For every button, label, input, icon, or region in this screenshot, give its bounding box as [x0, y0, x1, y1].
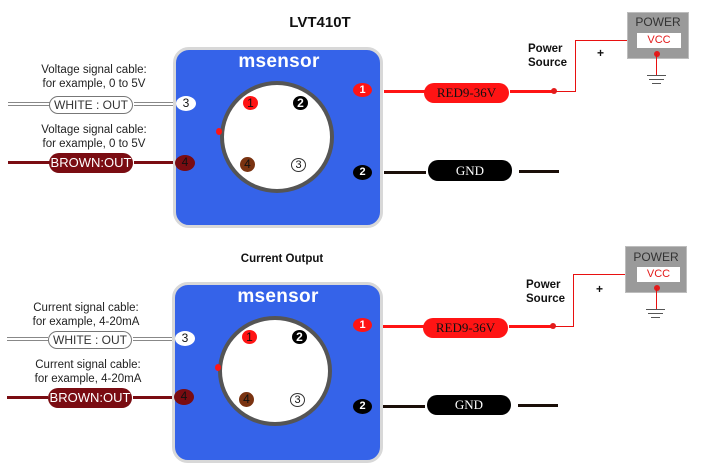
- supply-wire: [555, 326, 574, 327]
- caption-line: Voltage signal cable:: [41, 64, 147, 76]
- white-wire: [134, 102, 177, 106]
- brown-wire: [133, 396, 176, 399]
- plus-sign: +: [597, 46, 605, 60]
- brand-logo: msensor: [238, 51, 320, 72]
- ground-icon: [646, 309, 666, 321]
- vcc-terminal-dot: [654, 285, 660, 291]
- plus-sign: +: [596, 282, 604, 296]
- black-wire: [384, 171, 426, 174]
- supply-wire: [556, 91, 576, 92]
- white-out-label: WHITE : OUT: [49, 96, 133, 114]
- connector-face: [220, 81, 334, 193]
- brown-wire: [7, 396, 48, 399]
- pin-4-brown: 4: [174, 389, 194, 405]
- white-cable-caption: Voltage signal cable: for example, 0 to …: [41, 63, 147, 91]
- connector-pin-4: 4: [239, 392, 254, 407]
- pin-3-white: 3: [176, 96, 196, 111]
- diagram-title: LVT410T: [289, 14, 351, 31]
- pin-1-red: 1: [353, 83, 372, 97]
- vcc-label: VCC: [637, 267, 680, 282]
- pin-4-brown: 4: [175, 155, 195, 171]
- connector-pin-1: 1: [242, 330, 257, 344]
- red-wire: [509, 325, 552, 328]
- caption-line: for example, 4-20mA: [32, 316, 140, 328]
- white-wire: [133, 337, 176, 341]
- vcc-terminal-dot: [654, 51, 660, 57]
- power-source-line: Power: [526, 279, 561, 291]
- black-wire: [383, 405, 425, 408]
- white-wire: [7, 337, 48, 341]
- pin-2-black: 2: [353, 399, 372, 414]
- power-source-line: Source: [528, 57, 567, 69]
- caption-line: for example, 0 to 5V: [42, 138, 146, 150]
- gnd-label: GND: [428, 160, 512, 181]
- gnd-label: GND: [427, 395, 511, 415]
- white-cable-caption: Current signal cable: for example, 4-20m…: [33, 301, 140, 329]
- red-9-36v-label: RED9-36V: [424, 83, 509, 103]
- connector-face: [218, 316, 332, 426]
- power-source-label: Power Source: [528, 42, 567, 70]
- pin-1-red: 1: [353, 318, 372, 332]
- brown-wire: [134, 161, 176, 164]
- brown-cable-caption: Current signal cable: for example, 4-20m…: [35, 358, 142, 386]
- brand-logo: msensor: [237, 286, 319, 307]
- red-wire: [384, 90, 426, 93]
- connector-pin-2: 2: [292, 330, 307, 344]
- power-label: POWER: [633, 250, 679, 264]
- white-out-label: WHITE : OUT: [48, 331, 132, 349]
- power-label: POWER: [635, 15, 681, 29]
- supply-wire: [573, 274, 574, 327]
- brown-out-label: BROWN:OUT: [48, 388, 132, 408]
- caption-line: Voltage signal cable:: [41, 124, 147, 136]
- supply-wire: [575, 40, 632, 41]
- white-wire: [8, 102, 50, 106]
- power-source-line: Source: [526, 293, 565, 305]
- connector-pin-1: 1: [243, 96, 258, 110]
- connector-key-dot: [215, 364, 221, 371]
- junction-dot: [550, 323, 556, 329]
- black-wire: [518, 404, 558, 407]
- red-9-36v-label: RED9-36V: [423, 318, 508, 338]
- connector-pin-3: 3: [290, 393, 305, 407]
- connector-pin-4: 4: [240, 157, 255, 172]
- ground-wire: [656, 54, 657, 75]
- brown-out-label: BROWN:OUT: [49, 153, 133, 173]
- caption-line: for example, 0 to 5V: [42, 78, 146, 90]
- supply-wire: [573, 274, 631, 275]
- brown-cable-caption: Voltage signal cable: for example, 0 to …: [41, 123, 147, 151]
- power-source-label: Power Source: [526, 278, 565, 306]
- brown-wire: [8, 161, 50, 164]
- ground-wire: [656, 288, 657, 309]
- red-wire: [510, 90, 554, 93]
- supply-wire: [575, 40, 576, 92]
- caption-line: Current signal cable:: [35, 359, 141, 371]
- pin-3-white: 3: [175, 331, 195, 346]
- ground-icon: [647, 75, 667, 87]
- caption-line: Current signal cable:: [33, 302, 139, 314]
- red-wire: [383, 325, 425, 328]
- power-source-line: Power: [528, 43, 563, 55]
- connector-pin-2: 2: [293, 96, 308, 110]
- caption-line: for example, 4-20mA: [34, 373, 142, 385]
- black-wire: [519, 170, 559, 173]
- connector-key-dot: [216, 128, 222, 135]
- pin-2-black: 2: [353, 165, 372, 180]
- vcc-label: VCC: [637, 33, 681, 48]
- diagram-title: Current Output: [240, 253, 324, 265]
- junction-dot: [551, 88, 557, 94]
- connector-pin-3: 3: [291, 158, 306, 172]
